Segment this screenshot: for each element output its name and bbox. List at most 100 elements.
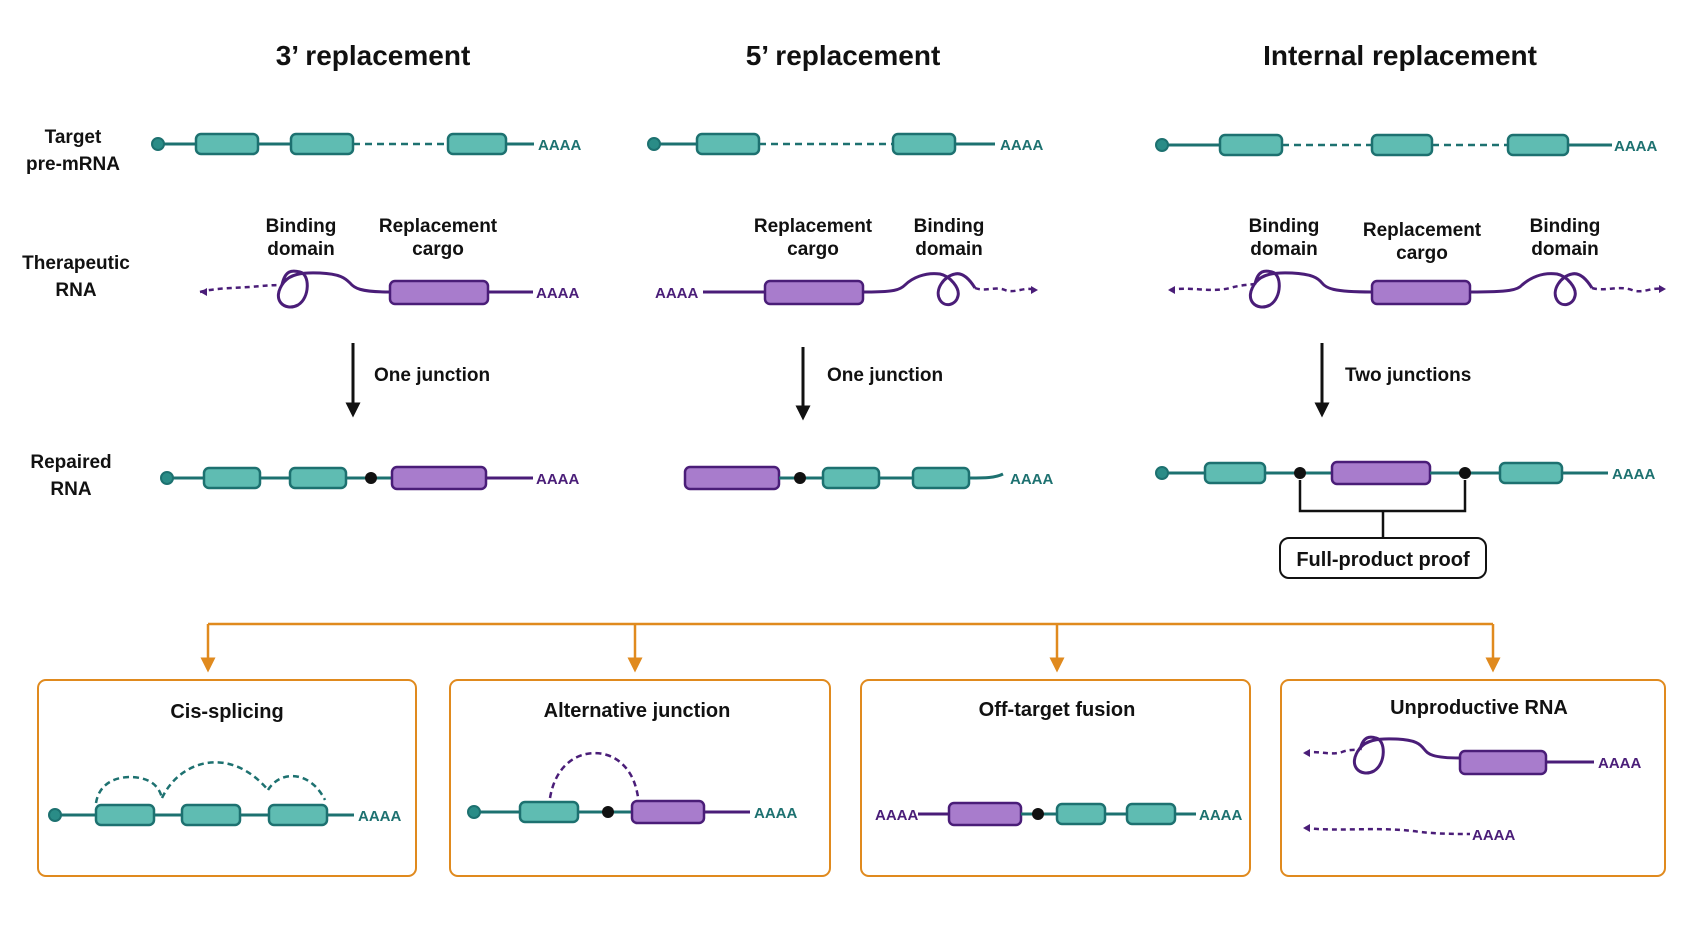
exon-box bbox=[1506, 133, 1570, 157]
row-label-repaired-1: Repaired bbox=[30, 452, 111, 473]
poly-a-tail: AAAA bbox=[358, 808, 401, 825]
arrow-label-5prime: One junction bbox=[827, 365, 943, 386]
row-label-therapeutic-2: RNA bbox=[55, 280, 96, 301]
poly-a-tail: AAAA bbox=[1000, 137, 1043, 154]
binding-domain-loop bbox=[276, 269, 391, 309]
exon-box bbox=[1498, 461, 1564, 485]
exon-box bbox=[202, 466, 262, 490]
poly-a-tail: AAAA bbox=[1199, 807, 1242, 824]
poly-a-tail: AAAA bbox=[1010, 471, 1053, 488]
exon-box bbox=[1218, 133, 1284, 157]
exon-box bbox=[695, 132, 761, 156]
full-product-proof-label: Full-product proof bbox=[1296, 549, 1470, 571]
heading-3prime: 3’ replacement bbox=[276, 40, 471, 71]
exon-box bbox=[194, 132, 260, 156]
poly-a-tail: AAAA bbox=[536, 285, 579, 302]
replacement-cargo-label-3a: Replacement bbox=[1363, 220, 1482, 241]
splice-arc bbox=[94, 775, 164, 804]
junction-dot bbox=[365, 472, 377, 484]
degraded-rna-fragment bbox=[1304, 826, 1471, 836]
poly-a-tail: AAAA bbox=[655, 285, 698, 302]
therapeutic-rna-3prime: AAAA bbox=[199, 269, 579, 309]
arrow-label-internal: Two junctions bbox=[1345, 365, 1471, 386]
cargo-box bbox=[630, 799, 706, 825]
repaired-rna-internal: AAAA bbox=[1155, 460, 1655, 486]
exon-box bbox=[1370, 133, 1434, 157]
exon-box bbox=[1125, 802, 1177, 826]
exon-box bbox=[94, 803, 156, 827]
therapeutic-rna-internal bbox=[1168, 269, 1666, 309]
row-label-target-1: Target bbox=[45, 127, 102, 148]
exon-box bbox=[821, 466, 881, 490]
binding-domain-loop bbox=[1248, 269, 1373, 309]
junction-dot bbox=[1032, 808, 1044, 820]
junction-dot bbox=[1459, 467, 1471, 479]
exon-box bbox=[1055, 802, 1107, 826]
binding-domain-label-1b: domain bbox=[267, 239, 335, 260]
cargo-box bbox=[1370, 279, 1472, 306]
outcome-title: Off-target fusion bbox=[979, 699, 1136, 721]
heading-5prime: 5’ replacement bbox=[746, 40, 941, 71]
replacement-cargo-label-2b: cargo bbox=[787, 239, 839, 260]
cap-circle bbox=[160, 471, 174, 485]
exon-box bbox=[518, 800, 580, 824]
splice-arc bbox=[160, 761, 269, 799]
poly-a-tail: AAAA bbox=[538, 137, 581, 154]
poly-a-tail: AAAA bbox=[754, 805, 797, 822]
poly-a-tail: AAAA bbox=[1614, 138, 1657, 155]
therapeutic-rna-5prime: AAAA bbox=[655, 272, 1038, 307]
binding-domain-label-3a: Binding bbox=[1249, 216, 1320, 237]
poly-a-tail: AAAA bbox=[536, 471, 579, 488]
binding-domain-label-1a: Binding bbox=[266, 216, 337, 237]
poly-a-tail: AAAA bbox=[1472, 827, 1515, 844]
target-premrna-5prime: AAAA bbox=[647, 132, 1043, 156]
outcome-box-unproductive-rna: Unproductive RNA AAAA AAAA bbox=[1280, 679, 1666, 877]
binding-domain-loop bbox=[1469, 272, 1594, 307]
cap-circle bbox=[1155, 466, 1169, 480]
outcome-title: Cis-splicing bbox=[170, 701, 283, 723]
outcome-box-off-target-fusion: Off-target fusion AAAA AAAA bbox=[860, 679, 1251, 877]
outcome-title: Alternative junction bbox=[544, 700, 731, 722]
row-label-target-2: pre-mRNA bbox=[26, 154, 120, 175]
row-label-repaired-2: RNA bbox=[50, 479, 91, 500]
target-premrna-internal: AAAA bbox=[1155, 133, 1657, 157]
binding-domain-label-3c: Binding bbox=[1530, 216, 1601, 237]
poly-a-tail: AAAA bbox=[1598, 755, 1641, 772]
cargo-box bbox=[388, 279, 490, 306]
replacement-cargo-label-1b: cargo bbox=[412, 239, 464, 260]
outcome-box-alternative-junction: Alternative junction AAAA bbox=[449, 679, 831, 877]
splice-arc bbox=[548, 751, 640, 799]
cargo-box bbox=[1330, 460, 1432, 486]
junction-dot bbox=[794, 472, 806, 484]
cargo-box bbox=[763, 279, 865, 306]
exon-box bbox=[180, 803, 242, 827]
exon-box bbox=[289, 132, 355, 156]
exon-box bbox=[267, 803, 329, 827]
full-product-proof-box bbox=[1279, 537, 1487, 579]
cap-circle bbox=[467, 805, 481, 819]
exon-box bbox=[446, 132, 508, 156]
cap-circle bbox=[151, 137, 165, 151]
row-label-therapeutic-1: Therapeutic bbox=[22, 253, 130, 274]
exon-box bbox=[891, 132, 957, 156]
binding-domain-label-3b: domain bbox=[1250, 239, 1318, 260]
replacement-cargo-label-1a: Replacement bbox=[379, 216, 498, 237]
binding-domain-loop bbox=[1352, 735, 1461, 775]
binding-domain-label-3d: domain bbox=[1531, 239, 1599, 260]
outcome-title: Unproductive RNA bbox=[1390, 697, 1568, 719]
poly-a-tail: AAAA bbox=[875, 807, 918, 824]
full-product-bracket: Full-product proof bbox=[1279, 480, 1487, 579]
cap-circle bbox=[48, 808, 62, 822]
junction-dot bbox=[1294, 467, 1306, 479]
cargo-box bbox=[1458, 749, 1548, 776]
repaired-rna-3prime: AAAA bbox=[160, 465, 579, 491]
replacement-cargo-label-2a: Replacement bbox=[754, 216, 873, 237]
poly-a-tail: AAAA bbox=[1612, 466, 1655, 483]
binding-domain-label-2a: Binding bbox=[914, 216, 985, 237]
splice-arc bbox=[266, 774, 327, 801]
outcome-connector bbox=[200, 622, 1501, 673]
exon-box bbox=[288, 466, 348, 490]
cap-circle bbox=[1155, 138, 1169, 152]
replacement-cargo-label-3b: cargo bbox=[1396, 243, 1448, 264]
